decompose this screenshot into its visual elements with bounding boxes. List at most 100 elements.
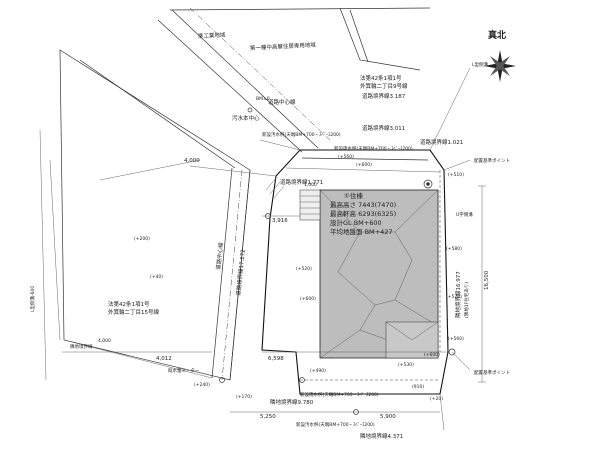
level-12: (+530) (398, 362, 414, 368)
leader-ref-s (451, 351, 471, 371)
level-1: (+560) (338, 154, 354, 160)
zoning-line-c (349, 9, 369, 63)
dim-5250: 5,250 (260, 414, 276, 420)
manhole-nw (265, 213, 271, 219)
west-parcel-div-3 (49, 159, 61, 341)
ue-marker-label: U字側溝 (456, 211, 473, 218)
level-2: (+510) (448, 172, 464, 178)
ref-point-s-label: 配置基準ポイント (474, 369, 510, 376)
east-note-label: (隣地1F住宅あり) (463, 282, 470, 318)
building-legend-1: ①住棟 (344, 191, 363, 200)
site-inner-line-n2 (285, 167, 441, 173)
dim-5900: 5,900 (380, 414, 396, 420)
dim-3916: 3,916 (272, 218, 288, 224)
north-boundary-label-3: 道路境界線1.021 (420, 138, 463, 146)
dim-line-east (478, 185, 486, 383)
level-7: (+560) (448, 336, 464, 342)
west-road-label-2: 外箕輪二丁目15号線 (108, 308, 159, 316)
building-legend-4: 設計GL BM+600 (330, 218, 382, 227)
east-boundary-label: 隣地境界線16.977 (454, 271, 462, 318)
dim-4012: 4,012 (156, 356, 172, 362)
road-boundary-west-label: 道路境界線17.172 (234, 249, 247, 296)
meter-circle-ne (423, 179, 433, 189)
dim-1000: 1,000 (304, 182, 317, 188)
dim-16500: 16,500 (484, 270, 490, 290)
west-road-edge-right (229, 169, 251, 381)
south-boundary-label: 隣地境界線9.780 (270, 398, 314, 406)
north-road-label-2: 外箕輪二丁目9号線 (360, 82, 408, 90)
nw-hatch (265, 177, 285, 199)
leader-ref-n (443, 159, 471, 171)
new-mass-label-1: 新設汚水桝(天端BM+700・ｽﾍﾟｰｽ200) (262, 131, 341, 138)
new-mass-label-3: 新設汚水桝(天端BM+700・ｽﾍﾟｰｽ200) (296, 421, 375, 428)
road-edge-2 (157, 19, 303, 153)
roof-annex (385, 321, 439, 341)
bm-label: BM±0 (256, 96, 270, 102)
dim-line-top (189, 165, 277, 177)
north-road-label-1: 法第42条1項1号 (360, 74, 402, 82)
zone-b-label: 第一種中高層住居専用地域 (250, 41, 317, 52)
road-centerline-north (189, 7, 331, 141)
level-11: (+20) (430, 396, 443, 402)
north-boundary-label-2: 道路境界線3.011 (362, 124, 405, 132)
roof-ridge-4 (374, 299, 396, 306)
new-mass-label-4: 新設雨水桝(天端BM+700・ｽﾍﾟｰｽ200) (300, 391, 379, 398)
frame-edge-right (439, 393, 445, 431)
level-10: (+170) (236, 394, 252, 400)
meter-dot-ne (426, 182, 430, 186)
level-3: (+520) (296, 266, 312, 272)
building-legend-5: 平均地盤面 BM+427 (330, 227, 393, 236)
porch-steps (300, 195, 320, 215)
north-arrow-icon (484, 50, 516, 82)
south-boundary-label-2: 隣地境界線4.371 (360, 432, 403, 440)
vertical-le-label: L型側溝-600 (29, 286, 36, 312)
mass-circle-s (299, 377, 305, 383)
ref-point-circle-s (448, 348, 456, 356)
west-parcel-outline (59, 49, 251, 381)
building-legend-3: 最高軒高 6293(6325) (330, 209, 396, 218)
west-edge-line (39, 129, 47, 381)
building-legend-2: 最高高さ 7443(7470) (330, 200, 396, 209)
new-mass-label-2: 新設雨水桝(天端BM+700・ｽﾍﾟｰｽ200) (334, 145, 413, 152)
mass-circle-s2 (353, 409, 359, 415)
level-16: (+600) (424, 352, 440, 358)
roof-ridge-1 (319, 189, 439, 233)
west-road-label-1: 法第42条1項1号 (108, 300, 150, 308)
sewer-label: 汚水本中心 (232, 114, 260, 122)
entrance-porch (299, 189, 321, 221)
level-5: (+580) (446, 246, 462, 252)
level-6: (+570) (446, 294, 462, 300)
dim-910: (910) (412, 384, 424, 390)
level-15: (+200) (134, 236, 150, 242)
zoning-line-a (169, 7, 431, 11)
west-road-edge-left (211, 167, 233, 379)
site-inner-line-n (301, 157, 429, 161)
leader-le (429, 67, 471, 151)
compass-label: 真北 (488, 29, 506, 41)
level-9: (+240) (194, 382, 210, 388)
le-marker-label: L型側溝 (472, 61, 489, 68)
zone-a-label: 準工業地域 (198, 31, 226, 40)
west-parcel-div (63, 339, 213, 379)
roof-ridge-3 (394, 231, 439, 327)
bm-marker (247, 107, 253, 113)
ref-point-n-label: 配置基準ポイント (474, 157, 510, 164)
north-boundary-label: 道路境界線3.187 (362, 92, 406, 100)
road-center-label: 道路中心線 (268, 98, 296, 106)
level-8: (+40) (150, 274, 163, 280)
water-meter-label: 既水量メーター (168, 367, 200, 374)
level-14: (+600) (356, 162, 372, 168)
road-edge-1 (171, 9, 319, 149)
west-centerline-label: 道路中心線 (214, 242, 225, 271)
road-centerline-west (221, 169, 243, 381)
dim-6598: 6,598 (268, 356, 284, 362)
level-4: (+600) (300, 296, 316, 302)
manhole-w (219, 377, 225, 383)
level-13: (+490) (310, 368, 326, 374)
west-note-label: 隣地境界線 (70, 343, 93, 350)
west-parcel-inner (79, 59, 236, 169)
dim-4000: 4,000 (184, 158, 200, 164)
leader-mass1 (259, 139, 301, 151)
